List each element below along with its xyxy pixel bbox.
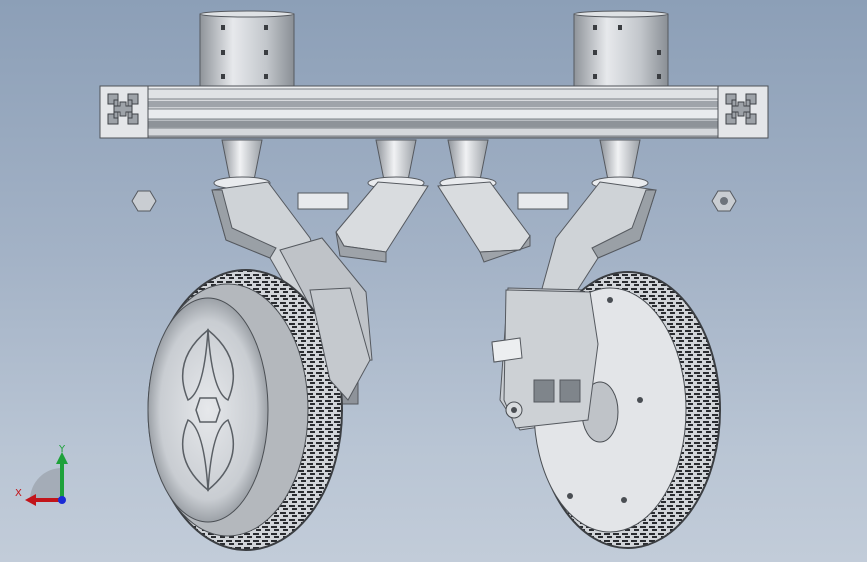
- bracket-left-front[interactable]: [309, 287, 371, 401]
- angled-block-right[interactable]: [437, 181, 531, 263]
- y-axis-label: Y: [58, 444, 66, 455]
- spacer-bar-right[interactable]: [517, 192, 569, 210]
- hex-nut-left[interactable]: [131, 190, 157, 212]
- bracket-right-front[interactable]: [491, 289, 599, 429]
- hub-pattern-left: [181, 328, 235, 492]
- motor-cylinder-left[interactable]: [199, 10, 295, 89]
- hex-nut-right[interactable]: [711, 190, 737, 212]
- cone-mount-3[interactable]: [439, 139, 497, 190]
- cone-mount-2[interactable]: [367, 139, 425, 190]
- motor-cylinder-right[interactable]: [573, 10, 669, 89]
- z-axis-dot: [58, 496, 66, 504]
- wheel-left[interactable]: [147, 269, 343, 551]
- x-axis-label: X: [15, 488, 22, 499]
- cone-mount-1[interactable]: [213, 139, 271, 190]
- beam-end-profile-right: [717, 85, 769, 139]
- spacer-bar-left[interactable]: [297, 192, 349, 210]
- angled-block-left[interactable]: [335, 181, 429, 263]
- beam-end-profile-left: [99, 85, 149, 139]
- axis-triad: Y X: [15, 444, 68, 506]
- extrusion-beam[interactable]: [99, 85, 769, 139]
